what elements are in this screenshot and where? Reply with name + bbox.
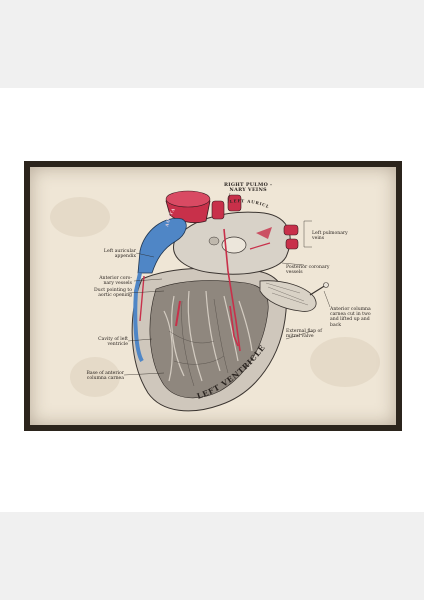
label-left-pulmonary-veins: Left pulmonary veins bbox=[312, 231, 348, 242]
blue-vessel bbox=[137, 217, 187, 274]
label-duct-aortic-opening: Duct pointing to aortic opening bbox=[94, 288, 132, 299]
label-base-anterior-columna: Base of anterior columna carnea bbox=[86, 371, 124, 382]
label-posterior-coronary-vessels: Posterior coronary vessels bbox=[286, 265, 330, 276]
vintage-print: LEFT VENTRICLE AORTA LEFT AURICLE RIGHT … bbox=[24, 161, 402, 431]
label-anterior-columna-carnea: Anterior columna carnea cut in two and l… bbox=[330, 307, 371, 328]
label-external-flap-mitral-valve: External flap of mitral valve bbox=[286, 329, 323, 340]
label-cavity-left-ventricle: Cavity of left ventricle bbox=[98, 337, 128, 348]
label-anterior-coronary-vessels: Anterior coro- nary vessels bbox=[99, 276, 132, 287]
label-right-pulmonary-veins: RIGHT PULMO - NARY VEINS bbox=[224, 182, 273, 194]
aorta-label: AORTA bbox=[164, 206, 176, 228]
heart-illustration: LEFT VENTRICLE AORTA LEFT AURICLE bbox=[24, 161, 331, 412]
label-left-auricular-appendix: Left auricular appendix bbox=[103, 249, 136, 260]
